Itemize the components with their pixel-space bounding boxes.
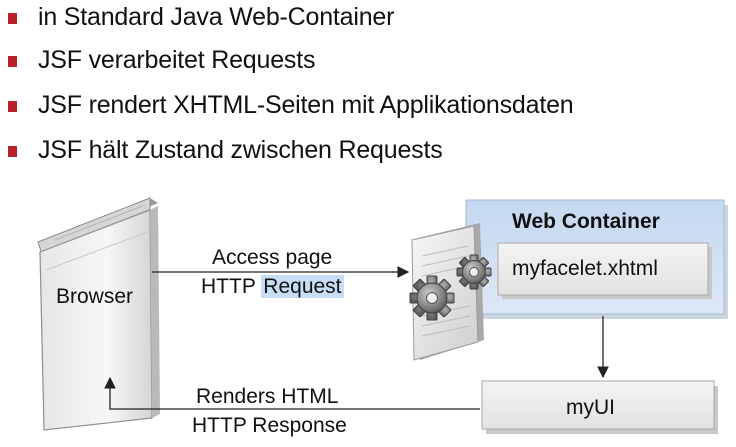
myui-label: myUI	[566, 396, 615, 419]
bullet-text: JSF rendert XHTML-Seiten mit Applikation…	[38, 91, 574, 119]
bullet-item: JSF hält Zustand zwischen Requests	[0, 133, 736, 173]
browser-window-icon	[37, 197, 160, 431]
request-label-line2: HTTP Request	[201, 274, 344, 300]
facelet-label: myfacelet.xhtml	[512, 257, 658, 280]
request-label-line1: Access page	[212, 246, 333, 269]
browser-label: Browser	[56, 285, 134, 308]
bullet-text: JSF verarbeitet Requests	[38, 46, 316, 74]
bullet-item: in Standard Java Web-Container	[0, 0, 736, 40]
response-label-line2: HTTP Response	[192, 414, 347, 437]
bullet-item: JSF verarbeitet Requests	[0, 43, 736, 83]
bullet-square-icon	[8, 56, 17, 67]
bullet-item: JSF rendert XHTML-Seiten mit Applikation…	[0, 88, 736, 128]
bullet-square-icon	[8, 13, 17, 24]
response-label-line1: Renders HTML	[196, 385, 339, 408]
document-gears-icon	[409, 223, 492, 361]
request-label-prefix: HTTP	[201, 275, 256, 298]
web-container-title: Web Container	[512, 210, 660, 233]
bullet-text: JSF hält Zustand zwischen Requests	[38, 136, 443, 164]
bullet-text: in Standard Java Web-Container	[38, 3, 395, 31]
gear-icon	[456, 254, 492, 290]
gear-icon	[409, 275, 455, 321]
request-label-highlight: Request	[261, 275, 344, 298]
myui-box	[481, 380, 718, 434]
bullet-square-icon	[8, 101, 17, 112]
response-arrow	[104, 376, 480, 410]
web-container-box	[465, 199, 728, 319]
bullet-square-icon	[8, 146, 17, 157]
